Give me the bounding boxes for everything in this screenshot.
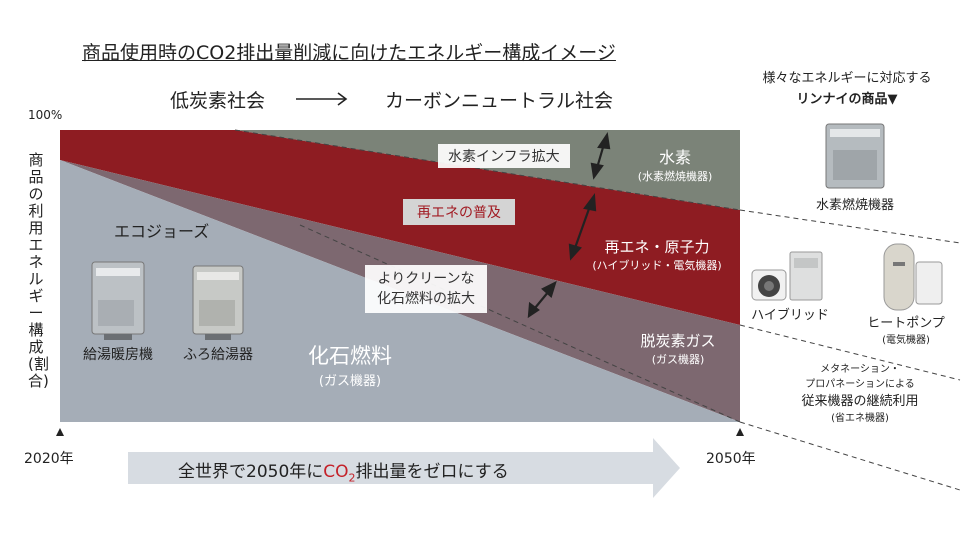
fossil-name: 化石燃料 [308,344,392,368]
hybrid-label: ハイブリッド [751,308,829,323]
double-arrow-hydrogen [590,132,611,180]
continued-use-name: 従来機器の継続利用 [801,394,919,409]
renewable-region [60,130,740,325]
zero-emission-banner [128,438,680,498]
start-tick-marker [56,428,64,436]
products-heading-line1: 様々なエネルギーに対応する [762,71,932,86]
hydrogen-heater-icon [825,123,885,189]
cleaner-fossil-line2: 化石燃料の拡大 [377,291,475,307]
x-axis-end-label: 2050年 [706,451,756,467]
page-title: 商品使用時のCO2排出量削減に向けたエネルギー構成イメージ [82,42,616,64]
bath-heater-icon [192,265,244,340]
hydrogen-name: 水素 [658,148,691,167]
ecojoes-title: エコジョーズ [114,222,210,241]
continued-use-label: メタネーション・ プロパネーションによる 従来機器の継続利用 (省エネ機器) [770,362,950,426]
banner-prefix: 全世界で2050年に [178,462,324,482]
ecojoes-product2-label: ふろ給湯器 [183,347,253,363]
double-arrow-fossil [527,280,557,319]
ecojoes-product1-label: 給湯暖房機 [83,347,153,363]
banner-suffix: 排出量をゼロにする [355,462,509,482]
continued-use-sub: (省エネ機器) [831,413,889,424]
cleaner-fossil-callout: よりクリーンな 化石燃料の拡大 [365,265,487,313]
products-heading: 様々なエネルギーに対応する リンナイの商品▼ [734,68,960,110]
hydrogen-sub: (水素燃焼機器) [637,170,713,183]
decarb-gas-sub: (ガス機器) [651,353,705,366]
hybrid-icon [751,251,823,301]
heat-pump-sub: (電気機器) [882,335,930,346]
renewable-spread-callout: 再エネの普及 [403,199,515,225]
banner-co2-sub: 2 [348,471,356,485]
heat-pump-label: ヒートポンプ (電気機器) [856,312,956,346]
banner-text: 全世界で2050年にCO2排出量をゼロにする [178,457,509,484]
y-axis-max-label: 100% [28,108,63,122]
renewable-name: 再エネ・原子力 [604,238,710,256]
renewable-label: 再エネ・原子力 (ハイブリッド・電気機器) [572,236,742,273]
end-tick-marker [736,428,744,436]
cleaner-fossil-line1: よりクリーンな [377,271,475,287]
hydrogen-label: 水素 (水素燃焼機器) [630,144,720,184]
hydrogen-heater-label: 水素燃焼機器 [815,198,894,213]
extension-lines [234,129,961,491]
heat-pump-name: ヒートポンプ [867,316,945,331]
heat-pump-icon [883,243,943,311]
transition-to: カーボンニュートラル社会 [385,90,614,112]
hydrogen-infra-callout: 水素インフラ拡大 [438,144,570,168]
fossil-label: 化石燃料 (ガス機器) [295,340,405,389]
y-axis-label: 商品の利用エネルギー構成(割合) [28,151,49,390]
banner-co2: CO [323,462,349,482]
x-axis-start-label: 2020年 [24,451,74,467]
transition-arrow [296,92,348,106]
water-heater-icon [91,261,145,340]
decarb-gas-name: 脱炭素ガス [640,332,716,350]
products-heading-line2: リンナイの商品▼ [796,92,898,107]
transition-from: 低炭素社会 [170,90,266,112]
methanation-line1: メタネーション・ [820,364,900,375]
methanation-line2: プロパネーションによる [805,379,915,390]
double-arrow-renewable [568,192,597,261]
decarb-gas-label: 脱炭素ガス (ガス機器) [628,330,728,367]
fossil-sub: (ガス機器) [318,374,382,389]
renewable-sub: (ハイブリッド・電気機器) [592,259,722,272]
